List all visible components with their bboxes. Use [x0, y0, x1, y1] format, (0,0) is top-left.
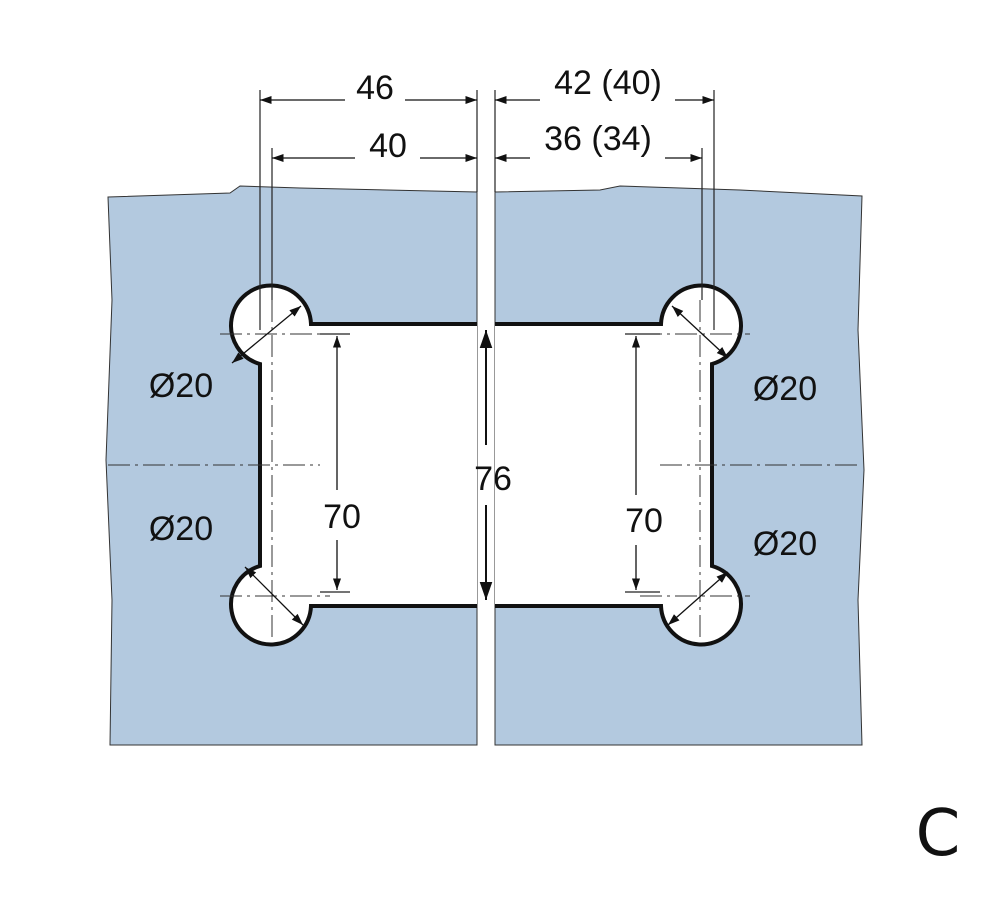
dimension-lines: [231, 95, 729, 626]
diameter-label-bottom-right: Ø20: [753, 525, 817, 563]
dim-42-label: 42 (40): [554, 64, 662, 102]
dim-40-label: 40: [369, 127, 407, 165]
dim-76-label: 76: [474, 460, 512, 498]
diameter-label-top-right: Ø20: [753, 370, 817, 408]
dim-70-right-label: 70: [625, 502, 663, 540]
diameter-label-bottom-left: Ø20: [149, 510, 213, 548]
dim-46-label: 46: [356, 69, 394, 107]
variant-letter: C: [916, 797, 961, 871]
dim-36-label: 36 (34): [544, 120, 652, 158]
dim-70-left-label: 70: [323, 498, 361, 536]
extension-lines: [259, 90, 715, 593]
diameter-label-top-left: Ø20: [149, 367, 213, 405]
